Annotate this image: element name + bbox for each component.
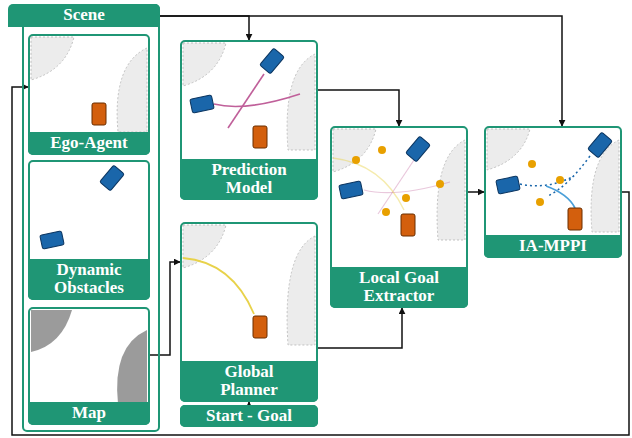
ego-vehicle [253, 126, 267, 148]
process-box: Start - Goal [180, 405, 318, 427]
label-bar: Local Goal Extractor [330, 267, 468, 308]
road-shape [31, 37, 74, 80]
process-box: Map [28, 307, 150, 425]
goal-dot [536, 198, 544, 206]
connector [318, 308, 402, 348]
road-shape [287, 54, 315, 150]
connector [150, 262, 180, 355]
process-box: Prediction Model [180, 40, 318, 200]
goal-dot [352, 156, 360, 164]
node-label: Map [72, 404, 106, 422]
global-path [333, 158, 404, 210]
node-label: Ego-Agent [50, 134, 127, 152]
goal-dot [436, 180, 444, 188]
obstacle-vehicle [588, 132, 613, 158]
prediction-path [228, 74, 264, 128]
label-bar: Scene [8, 4, 160, 27]
goal-dot [378, 146, 386, 154]
process-box: Global Planner [180, 222, 318, 402]
node-label: Global Planner [199, 363, 299, 399]
goal-dot [528, 160, 536, 168]
ego-vehicle [253, 316, 267, 338]
road-shape [333, 129, 376, 172]
planned-path [520, 176, 574, 186]
goal-dot [382, 208, 390, 216]
obstacle-vehicle [100, 165, 125, 191]
ego-vehicle [92, 103, 106, 125]
road-shape [183, 43, 226, 86]
road-shape [183, 225, 226, 268]
process-box: Dynamic Obstacles [28, 160, 150, 300]
connector [160, 16, 562, 126]
obstacle-vehicle [260, 48, 285, 74]
process-box: Ego-Agent [28, 34, 150, 155]
obstacle-vehicle [496, 176, 520, 194]
connector [12, 87, 629, 435]
process-box: IA-MPPI [484, 126, 622, 258]
label-bar: Prediction Model [180, 159, 318, 200]
label-bar: IA-MPPI [484, 235, 622, 258]
map-region [117, 330, 147, 404]
prediction-path [214, 94, 300, 106]
label-bar: Global Planner [180, 361, 318, 402]
process-box: Local Goal Extractor [330, 126, 468, 308]
obstacle-vehicle [190, 95, 214, 113]
node-label: Prediction Model [189, 161, 309, 197]
obstacle-vehicle [40, 231, 64, 249]
ego-vehicle [568, 208, 582, 230]
map-region [31, 310, 72, 352]
goal-dot [402, 194, 410, 202]
node-label: IA-MPPI [519, 237, 587, 255]
connector [468, 191, 484, 193]
node-label: Dynamic Obstacles [39, 261, 139, 297]
prediction-path [378, 160, 414, 214]
road-shape [487, 129, 530, 170]
node-label: Local Goal Extractor [359, 269, 439, 305]
label-bar: Map [28, 402, 150, 425]
node-label: Scene [63, 6, 105, 24]
global-path [183, 258, 254, 314]
road-shape [117, 48, 147, 132]
label-bar: Start - Goal [180, 405, 318, 427]
obstacle-vehicle [406, 136, 431, 162]
ego-path [546, 186, 575, 208]
label-bar: Ego-Agent [28, 132, 150, 155]
road-shape [437, 140, 465, 240]
obstacle-vehicle [339, 181, 363, 199]
label-bar: Dynamic Obstacles [28, 259, 150, 300]
process-box: SceneEgo-AgentDynamic ObstaclesMap [22, 4, 160, 432]
ego-vehicle [401, 214, 415, 236]
node-label: Start - Goal [206, 407, 292, 425]
goal-dot [556, 176, 564, 184]
connector [318, 90, 399, 126]
connector [160, 16, 249, 40]
road-shape [287, 236, 315, 345]
